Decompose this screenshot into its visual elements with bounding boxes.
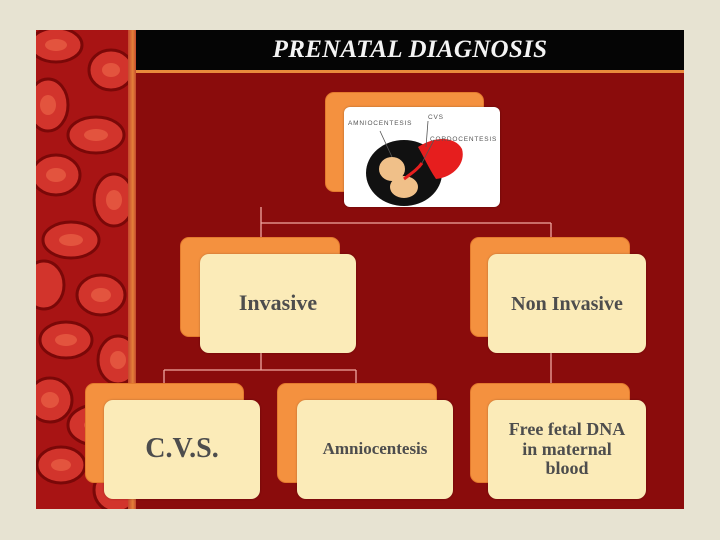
amniocentesis-node: Amniocentesis [297,400,453,499]
amniocentesis-label: AMNIOCENTESIS [348,120,412,127]
non-invasive-node: Non Invasive [488,254,646,353]
cvs-node: C.V.S. [104,400,260,499]
cvs-label: CVS [428,114,444,121]
free-fetal-dna-node: Free fetal DNA in maternal blood [488,400,646,499]
free-fetal-dna-label: Free fetal DNA in maternal blood [509,420,626,479]
non-invasive-label: Non Invasive [511,293,623,315]
prenatal-procedures-image: AMNIOCENTESIS CVS CORDOCENTESIS [344,107,500,207]
invasive-node: Invasive [200,254,356,353]
amniocentesis-node-label: Amniocentesis [323,440,428,459]
slide: PRENATAL DIAGNOSIS AMNIOCENTESIS [36,30,684,509]
free-fetal-dna-line-3: blood [545,458,588,478]
cordocentesis-label: CORDOCENTESIS [430,136,497,143]
free-fetal-dna-line-1: Free fetal DNA [509,419,626,439]
cvs-node-label: C.V.S. [145,434,218,465]
invasive-label: Invasive [239,291,317,315]
free-fetal-dna-line-2: in maternal [522,439,612,459]
